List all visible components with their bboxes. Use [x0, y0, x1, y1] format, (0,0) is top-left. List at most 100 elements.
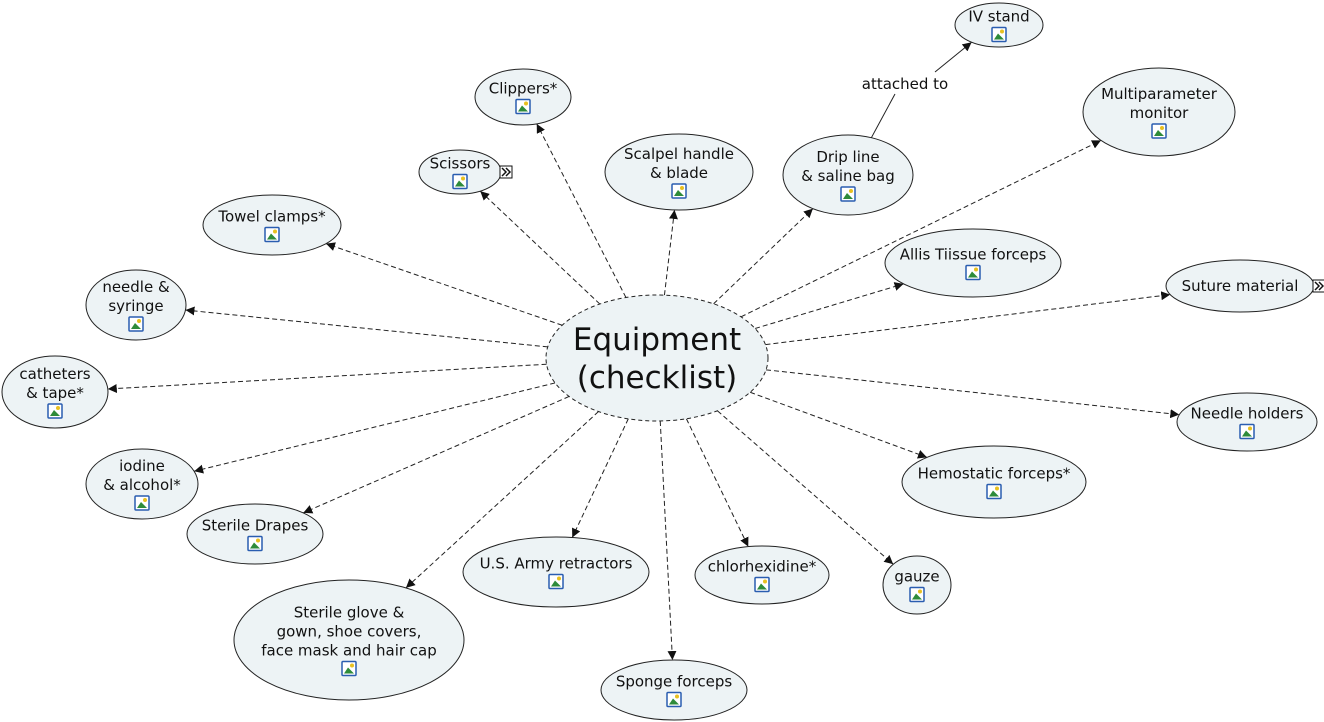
link-line [870, 93, 896, 138]
image-icon[interactable] [965, 264, 981, 281]
image-icon[interactable] [515, 98, 531, 115]
image-icon[interactable] [840, 186, 856, 202]
edge-to-retractors [571, 418, 629, 538]
edge-to-holders [765, 369, 1180, 419]
linking-phrase[interactable]: attached to [862, 75, 948, 93]
image-icon[interactable] [666, 691, 682, 708]
image-icon[interactable] [991, 26, 1007, 43]
edge-to-gauze [717, 410, 894, 565]
concept-label: Sponge forceps [616, 673, 733, 691]
concept-shape [474, 68, 572, 126]
edge-to-towel [325, 242, 563, 326]
concept-glove[interactable]: Sterile glove &gown, shoe covers,face ma… [233, 579, 465, 701]
edge-to-hemostatic [749, 391, 928, 459]
concept-label: U.S. Army retractors [480, 555, 633, 573]
image-icon[interactable] [986, 483, 1002, 500]
concept-label: syringe [108, 297, 163, 315]
edge-to-needle [185, 306, 548, 348]
concept-shape [782, 134, 914, 216]
concept-towel[interactable]: Towel clamps* [202, 194, 342, 256]
concept-label: IV stand [968, 8, 1029, 26]
concept-scalpel[interactable]: Scalpel handle& blade [604, 133, 754, 211]
concept-gauze[interactable]: gauze [882, 555, 952, 615]
edge-to-scalpel [663, 209, 678, 296]
image-icon[interactable] [47, 403, 63, 419]
concept-allis[interactable]: Allis Tiissue forceps [884, 228, 1062, 298]
concept-iodine[interactable]: iodine& alcohol* [85, 448, 199, 520]
concept-label: & blade [650, 164, 708, 182]
concept-label: Multiparameter [1101, 85, 1218, 103]
image-icon[interactable] [909, 586, 925, 603]
concept-scissors[interactable]: Scissors [418, 149, 513, 195]
image-icon[interactable] [128, 316, 144, 332]
concept-shape [85, 448, 199, 520]
concept-retractors[interactable]: U.S. Army retractors [462, 536, 650, 608]
edge-to-scissors [479, 190, 601, 305]
concept-label: & saline bag [801, 167, 895, 185]
concept-shape [1082, 67, 1236, 157]
concept-shape [604, 133, 754, 211]
concept-clippers[interactable]: Clippers* [474, 68, 572, 126]
edge-to-suture [765, 291, 1171, 346]
image-icon[interactable] [754, 576, 770, 593]
concept-shape [954, 2, 1044, 48]
edge-to-allis [754, 282, 904, 329]
concept-shape [545, 294, 769, 422]
image-icon[interactable] [671, 183, 687, 199]
image-icon[interactable] [134, 495, 150, 511]
concept-shape [600, 659, 748, 721]
concept-shape [1, 355, 109, 429]
concept-drip[interactable]: Drip line& saline bag [782, 134, 914, 216]
concept-label: Scissors [430, 155, 491, 173]
concept-hemostatic[interactable]: Hemostatic forceps* [901, 445, 1087, 519]
concept-shape [1176, 392, 1318, 452]
edge-to-drip [713, 208, 814, 305]
image-icon[interactable] [341, 660, 357, 677]
concept-center[interactable]: Equipment(checklist) [545, 294, 769, 422]
concept-suture[interactable]: Suture material [1165, 259, 1324, 313]
expand-icon[interactable] [1312, 279, 1324, 293]
concept-catheters[interactable]: catheters& tape* [1, 355, 109, 429]
concept-label: Drip line [816, 148, 879, 166]
concept-shape [233, 579, 465, 701]
concept-label: gauze [894, 568, 939, 586]
concept-sponge[interactable]: Sponge forceps [600, 659, 748, 721]
concept-needle[interactable]: needle &syringe [85, 269, 187, 341]
concept-label: needle & [102, 278, 170, 296]
concept-label: & tape* [26, 384, 84, 402]
concept-label: Scalpel handle [624, 145, 734, 163]
concept-shape [901, 445, 1087, 519]
concept-iv[interactable]: IV stand [954, 2, 1044, 48]
expand-icon[interactable] [499, 165, 513, 179]
image-icon[interactable] [452, 173, 468, 190]
concept-shape [882, 555, 952, 615]
concept-label: Equipment [573, 322, 741, 358]
edges: attached to [107, 41, 1180, 661]
concept-chlorhexidine[interactable]: chlorhexidine* [694, 545, 830, 605]
concept-shape [884, 228, 1062, 298]
concept-label: (checklist) [577, 360, 737, 396]
concept-shape [462, 536, 650, 608]
concept-label: & alcohol* [103, 476, 181, 494]
image-icon[interactable] [1239, 423, 1255, 440]
concept-label: monitor [1130, 104, 1190, 122]
concept-holders[interactable]: Needle holders [1176, 392, 1318, 452]
image-icon[interactable] [548, 573, 564, 590]
concept-label: gown, shoe covers, [277, 623, 422, 641]
concept-label: Suture material [1182, 277, 1299, 295]
edge-to-drapes [303, 396, 570, 514]
concept-label: chlorhexidine* [708, 558, 817, 576]
concept-shape [202, 194, 342, 256]
edge-to-chlorhexidine [685, 418, 749, 547]
concept-drapes[interactable]: Sterile Drapes [186, 503, 324, 565]
concept-label: face mask and hair cap [261, 642, 437, 660]
image-icon[interactable] [264, 226, 280, 243]
image-icon[interactable] [1151, 123, 1167, 139]
edge-to-iodine [194, 382, 556, 474]
concept-label: Sterile glove & [294, 604, 405, 622]
concept-label: Sterile Drapes [202, 517, 309, 535]
image-icon[interactable] [247, 535, 263, 552]
